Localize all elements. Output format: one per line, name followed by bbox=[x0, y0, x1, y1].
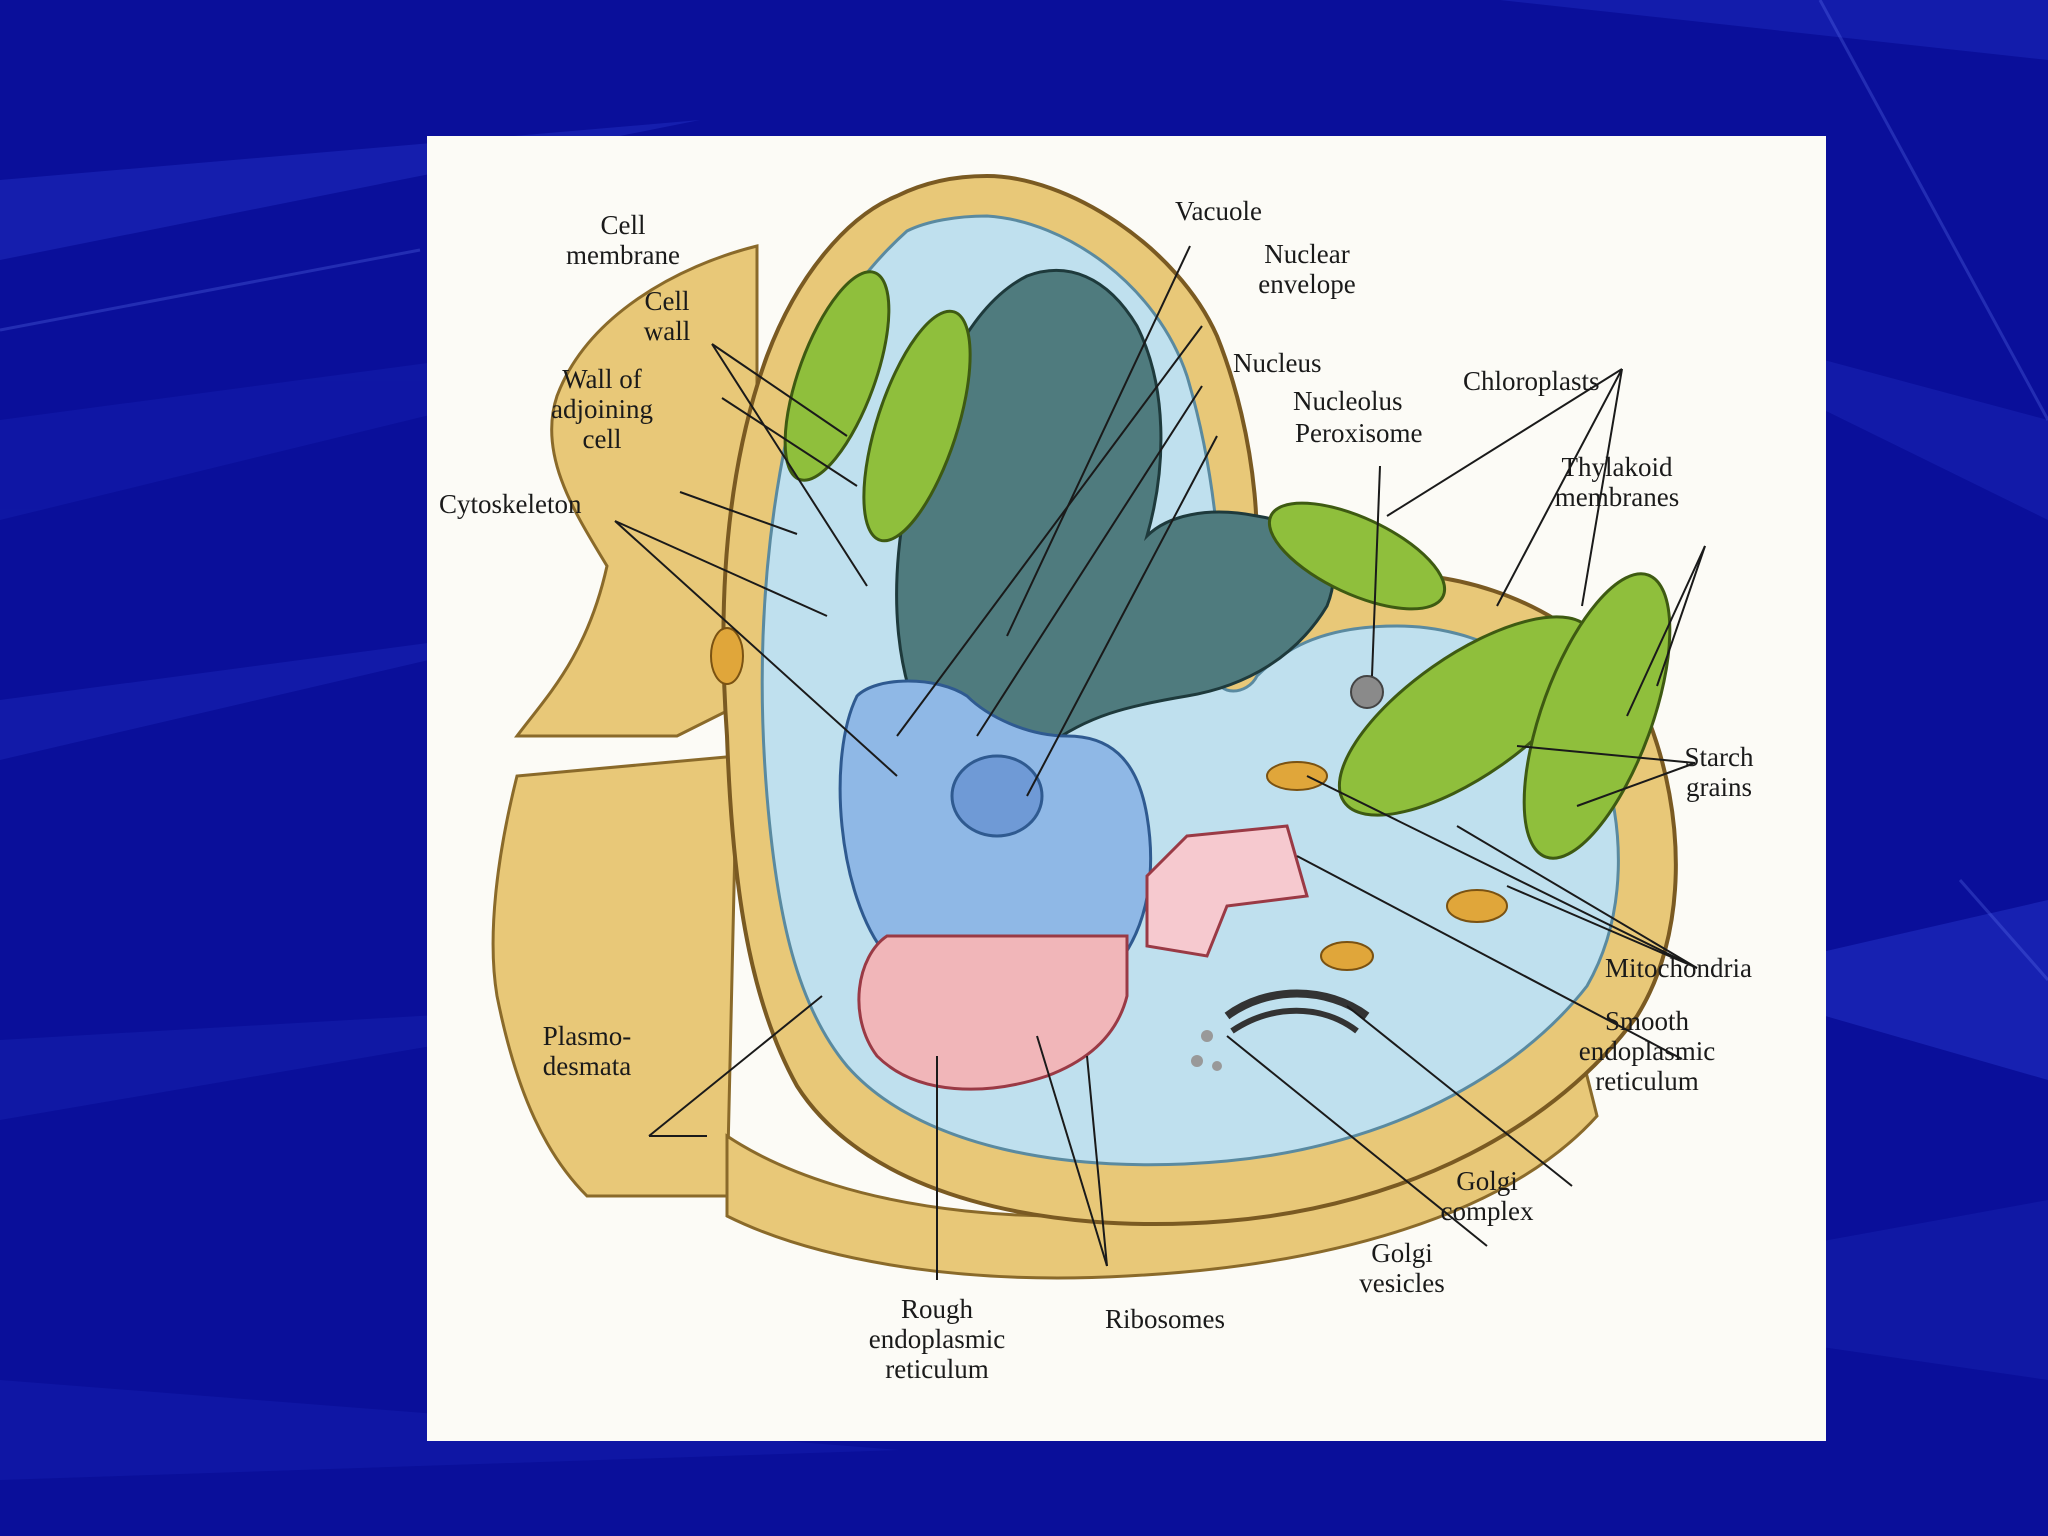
label-cytoskeleton: Cytoskeleton bbox=[439, 489, 582, 519]
golgi-complex bbox=[1224, 989, 1370, 1020]
label-golgi-complex: Golgi complex bbox=[1440, 1166, 1534, 1226]
golgi-vesicle bbox=[1201, 1030, 1213, 1042]
chloroplast-3 bbox=[1267, 501, 1447, 611]
label-rough-er: Rough endoplasmic reticulum bbox=[868, 1294, 1006, 1384]
label-mitochondria: Mitochondria bbox=[1605, 953, 1752, 983]
diagram-panel: Cell membrane Cell wall Wall of adjoinin… bbox=[427, 136, 1826, 1441]
peroxisome bbox=[1350, 675, 1384, 709]
adjoining-cell-lower bbox=[491, 754, 739, 1198]
chloroplast-2 bbox=[862, 309, 972, 543]
nucleolus bbox=[950, 754, 1044, 838]
label-smooth-er: Smooth endoplasmic reticulum bbox=[1578, 1006, 1716, 1096]
label-ribosomes: Ribosomes bbox=[1105, 1304, 1226, 1334]
adjoining-cell-upper bbox=[513, 244, 759, 738]
plant-cell-illustration bbox=[491, 173, 1706, 1280]
label-golgi-vesicles: Golgi vesicles bbox=[1359, 1238, 1445, 1298]
mitochondrion-4 bbox=[1320, 941, 1374, 971]
chloroplast-5 bbox=[1522, 572, 1672, 860]
label-peroxisome: Peroxisome bbox=[1295, 418, 1423, 448]
label-nucleolus: Nucleolus bbox=[1293, 386, 1403, 416]
label-nuclear-envelope: Nuclear envelope bbox=[1258, 239, 1356, 299]
mitochondrion-1 bbox=[710, 627, 744, 685]
smooth-er bbox=[1145, 824, 1309, 958]
mitochondrion-3 bbox=[1446, 889, 1508, 923]
label-cell-wall: Cell wall bbox=[643, 286, 691, 346]
label-plasmodesmata: Plasmo- desmata bbox=[542, 1021, 632, 1081]
leader-lines bbox=[614, 245, 1706, 1280]
label-vacuole: Vacuole bbox=[1175, 196, 1262, 226]
label-chloroplasts: Chloroplasts bbox=[1463, 366, 1600, 396]
label-starch-grains: Starch grains bbox=[1684, 742, 1754, 802]
mitochondrion-2 bbox=[1266, 761, 1328, 791]
label-nucleus: Nucleus bbox=[1233, 348, 1322, 378]
label-wall-of-adjoining-cell: Wall of adjoining cell bbox=[551, 364, 653, 454]
label-thylakoid-membranes: Thylakoid membranes bbox=[1554, 452, 1680, 512]
label-cell-membrane: Cell membrane bbox=[566, 210, 680, 270]
rough-er bbox=[857, 934, 1129, 1091]
